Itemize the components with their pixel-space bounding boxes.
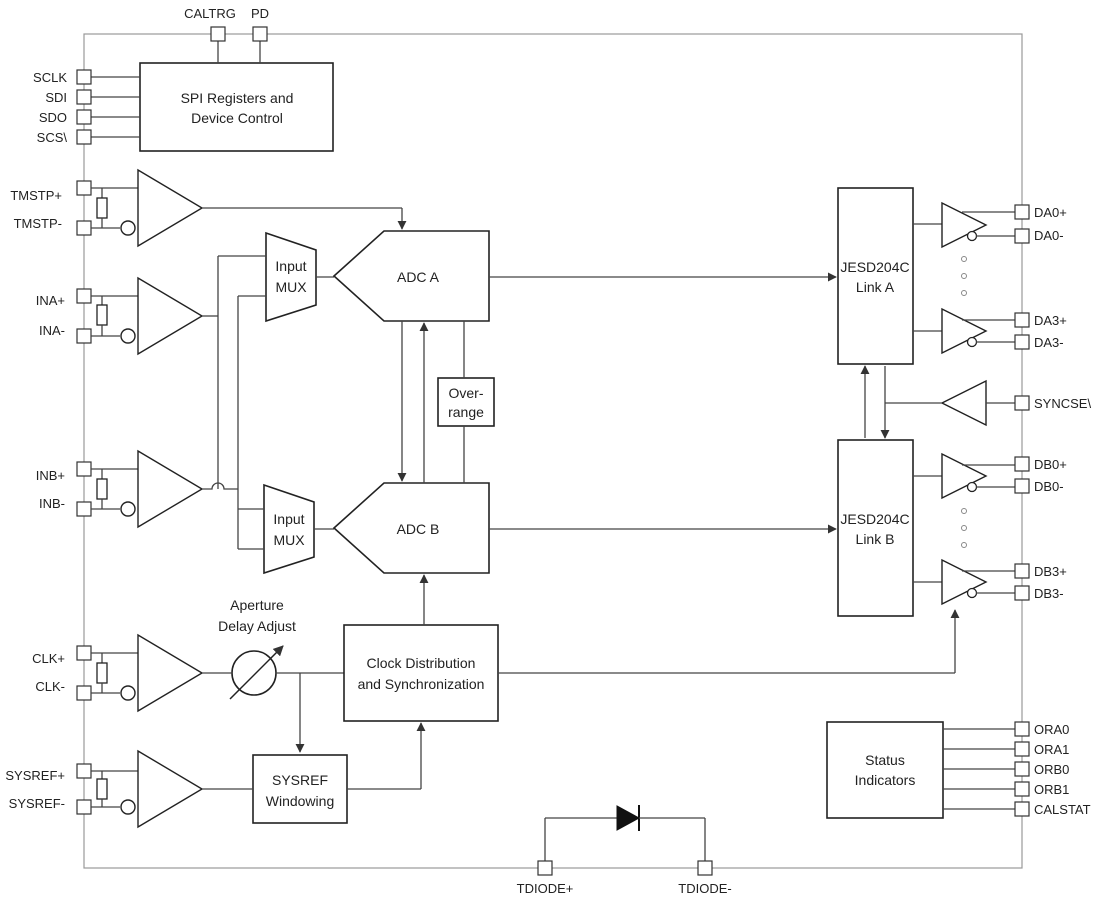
sysref-windowing-block: SYSREF Windowing (252, 754, 348, 824)
svg-text:JESD204C: JESD204C (840, 511, 909, 527)
svg-text:CLK-: CLK- (35, 679, 65, 694)
svg-text:and Synchronization: and Synchronization (358, 676, 485, 692)
svg-text:INB+: INB+ (36, 468, 65, 483)
svg-text:SCS\: SCS\ (37, 130, 68, 145)
temperature-diode: TDIODE+ TDIODE- (517, 805, 732, 896)
svg-text:SDO: SDO (39, 110, 67, 125)
svg-text:Indicators: Indicators (855, 772, 916, 788)
svg-text:Link B: Link B (856, 531, 895, 547)
svg-text:DB3+: DB3+ (1034, 564, 1067, 579)
svg-text:TMSTP+: TMSTP+ (10, 188, 62, 203)
svg-text:Input: Input (275, 258, 306, 274)
svg-text:TDIODE-: TDIODE- (678, 881, 731, 896)
svg-text:DB0-: DB0- (1034, 479, 1064, 494)
spi-block: SPI Registers and Device Control (139, 62, 334, 152)
svg-text:DB3-: DB3- (1034, 586, 1064, 601)
driver-da0: DA0+ DA0- (913, 201, 1067, 249)
svg-text:SCLK: SCLK (33, 70, 67, 85)
clock-distribution-block: Clock Distribution and Synchronization (343, 624, 499, 722)
svg-text:INB-: INB- (39, 496, 65, 511)
jesd-link-a: JESD204C Link A (837, 187, 914, 365)
svg-text:SYSREF+: SYSREF+ (5, 768, 65, 783)
svg-text:CALSTAT: CALSTAT (1034, 802, 1091, 817)
jesd-link-b: JESD204C Link B (837, 439, 914, 617)
svg-text:SDI: SDI (45, 90, 67, 105)
pin-caltrg (210, 26, 226, 42)
driver-db0: DB0+ DB0- (913, 452, 1067, 500)
driver-da3: DA3+ DA3- (913, 307, 1067, 355)
svg-text:TDIODE+: TDIODE+ (517, 881, 574, 896)
svg-text:Clock Distribution: Clock Distribution (367, 655, 476, 671)
pin-label-caltrg: CALTRG (184, 6, 236, 21)
svg-text:CLK+: CLK+ (32, 651, 65, 666)
svg-text:DA0-: DA0- (1034, 228, 1064, 243)
status-pins: ORA0 ORA1 ORB0 ORB1 CALSTAT (943, 721, 1091, 817)
svg-text:Windowing: Windowing (266, 793, 334, 809)
svg-text:ADC B: ADC B (397, 521, 440, 537)
svg-text:DA3-: DA3- (1034, 335, 1064, 350)
svg-text:MUX: MUX (275, 279, 307, 295)
input-mux-b: Input MUX (263, 483, 315, 575)
svg-text:DB0+: DB0+ (1034, 457, 1067, 472)
amp-clk: CLK+ CLK- (32, 633, 204, 713)
adc-a: ADC A (332, 230, 490, 322)
adc-b: ADC B (332, 482, 490, 574)
svg-text:range: range (448, 404, 484, 420)
svg-text:Delay Adjust: Delay Adjust (218, 618, 296, 634)
svg-text:ORB1: ORB1 (1034, 782, 1069, 797)
svg-text:INA+: INA+ (36, 293, 65, 308)
svg-text:JESD204C: JESD204C (840, 259, 909, 275)
svg-text:MUX: MUX (273, 532, 305, 548)
overrange-block: Over- range (437, 377, 495, 427)
svg-text:Over-: Over- (449, 385, 484, 401)
svg-text:Link A: Link A (856, 279, 895, 295)
pin-label-pd: PD (251, 6, 269, 21)
driver-db3: DB3+ DB3- (913, 558, 1067, 606)
svg-text:Aperture: Aperture (230, 597, 284, 613)
pin-pd (252, 26, 268, 42)
svg-text:ORA1: ORA1 (1034, 742, 1069, 757)
svg-text:SYNCSE\: SYNCSE\ (1034, 396, 1091, 411)
svg-text:SYSREF: SYSREF (272, 772, 328, 788)
svg-text:DA3+: DA3+ (1034, 313, 1067, 328)
amp-sysref: SYSREF+ SYSREF- (5, 749, 204, 829)
svg-text:INA-: INA- (39, 323, 65, 338)
amp-tmstp: TMSTP+ TMSTP- (10, 168, 204, 248)
aperture-delay-adjust: Aperture Delay Adjust (218, 597, 296, 700)
amp-ina: INA+ INA- (36, 276, 204, 356)
svg-text:Status: Status (865, 752, 905, 768)
syncse-buffer: SYNCSE\ (885, 379, 1091, 427)
spi-pins: SCLK SDI SDO SCS\ (33, 69, 140, 145)
svg-text:Input: Input (273, 511, 304, 527)
svg-text:ADC A: ADC A (397, 269, 440, 285)
svg-text:SPI Registers and: SPI Registers and (181, 90, 294, 106)
chip-outline (83, 33, 1023, 869)
svg-text:ORA0: ORA0 (1034, 722, 1069, 737)
amp-inb: INB+ INB- (36, 449, 204, 529)
input-mux-a: Input MUX (265, 231, 317, 323)
svg-text:SYSREF-: SYSREF- (9, 796, 65, 811)
svg-text:TMSTP-: TMSTP- (14, 216, 62, 231)
svg-text:ORB0: ORB0 (1034, 762, 1069, 777)
svg-text:Device Control: Device Control (191, 110, 283, 126)
svg-text:DA0+: DA0+ (1034, 205, 1067, 220)
status-indicators-block: Status Indicators (826, 721, 944, 819)
